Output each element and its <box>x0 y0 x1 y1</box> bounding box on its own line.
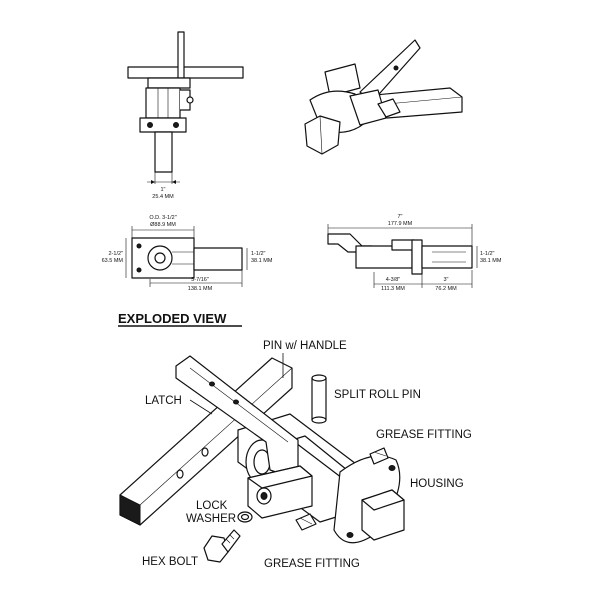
side-width-mm: 25.4 MM <box>152 194 174 200</box>
lock-label: LOCK <box>196 500 228 512</box>
exploded-view-title: EXPLODED VIEW <box>118 311 227 326</box>
grease-fitting-side <box>186 96 194 104</box>
grease-fitting-bottom-label: GREASE FITTING <box>264 558 360 570</box>
washer-label: WASHER <box>186 513 236 525</box>
split-roll-pin-label: SPLIT ROLL PIN <box>334 389 421 401</box>
tube-height-in: 1-1/2" <box>251 251 266 257</box>
iso-grease-fitting <box>377 98 401 118</box>
right-tube-height-mm: 38.1 MM <box>480 258 502 264</box>
grease-fitting-bottom <box>295 513 317 531</box>
housing-length-in: 4-3/8" <box>386 277 401 283</box>
grease-fitting-top-label: GREASE FITTING <box>376 429 472 441</box>
side-elevation-view: 1" 25.4 MM <box>127 31 244 200</box>
left-height-in: 2-1/2" <box>109 251 124 257</box>
grease-fitting-top <box>369 447 389 465</box>
lock-washer <box>237 511 253 523</box>
total-length-mm: 177.9 MM <box>388 221 413 227</box>
front-length-mm: 138.1 MM <box>188 286 213 292</box>
plan-view: 7" 177.9 MM 1-1/2" 38.1 MM 4-3/8" 111.3 … <box>327 214 502 292</box>
total-length-in: 7" <box>397 214 402 220</box>
iso-housing-body <box>349 89 387 126</box>
tube-length-mm: 76.2 MM <box>435 286 457 292</box>
left-height-mm: 63.5 MM <box>102 258 124 264</box>
hex-bolt-label: HEX BOLT <box>142 556 198 568</box>
pin-handle-label: PIN w/ HANDLE <box>263 340 347 352</box>
housing-label: HOUSING <box>410 478 464 490</box>
latch-cradle <box>247 465 313 519</box>
side-width-in: 1" <box>160 187 165 193</box>
tube-length-in: 3" <box>443 277 448 283</box>
iso-pin <box>304 115 341 155</box>
iso-bracket-left <box>324 63 361 97</box>
housing-flange <box>139 117 187 133</box>
housing-length-mm: 111.3 MM <box>381 286 405 292</box>
od-in: O.D. 3-1/2" <box>149 215 176 221</box>
tube-height-mm: 38.1 MM <box>251 258 273 264</box>
front-length-in: 5-7/16" <box>191 277 209 283</box>
plan-tube <box>421 245 473 269</box>
front-tube <box>193 247 243 271</box>
plan-grease-fitting <box>391 239 415 251</box>
isometric-view <box>304 39 463 155</box>
clamp-block <box>147 77 191 89</box>
od-mm: Ø88.9 MM <box>150 222 176 228</box>
plan-flange <box>411 239 423 275</box>
top-plate <box>127 66 244 79</box>
housing-body <box>145 87 181 119</box>
right-tube-height-in: 1-1/2" <box>480 251 495 257</box>
exploded-assembly <box>119 355 405 563</box>
latch-label: LATCH <box>145 395 182 407</box>
hex-bolt <box>203 529 241 563</box>
receiver-tube <box>119 357 293 526</box>
upright-fin <box>177 31 185 79</box>
front-view: O.D. 3-1/2" Ø88.9 MM 2-1/2" 63.5 MM 1-1/… <box>102 215 273 292</box>
split-roll-pin <box>311 374 327 424</box>
pin-shaft <box>154 131 173 173</box>
